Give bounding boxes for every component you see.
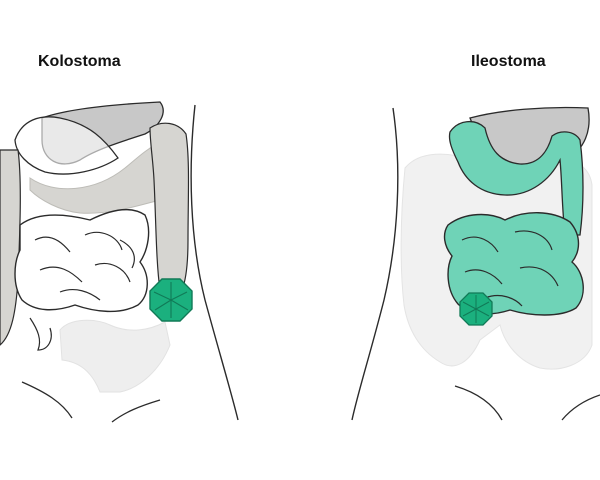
pelvis-outline-left <box>21 381 161 423</box>
ileostomy-stoma <box>459 292 493 326</box>
colostomy-panel <box>0 101 239 423</box>
small-intestine-left <box>14 208 150 313</box>
torso-outline-right <box>351 107 399 421</box>
panel-title-ileostomy: Ileostoma <box>471 53 546 70</box>
torso-outline-left <box>190 104 239 421</box>
rectum-faded-left <box>59 319 171 393</box>
colostomy-stoma <box>149 278 193 322</box>
sigmoid-colon-left <box>29 317 52 351</box>
liver-outline-left <box>14 116 119 175</box>
panel-title-colostomy: Kolostoma <box>38 53 121 70</box>
ileum-coil-lines <box>461 230 559 307</box>
ascending-colon-left <box>0 149 21 346</box>
pelvis-outline-right <box>454 385 600 421</box>
small-intestine-coils-left <box>34 231 135 301</box>
ileum-upper-loop <box>448 121 584 236</box>
ileostomy-panel <box>351 106 600 421</box>
descending-colon-left <box>149 122 190 291</box>
